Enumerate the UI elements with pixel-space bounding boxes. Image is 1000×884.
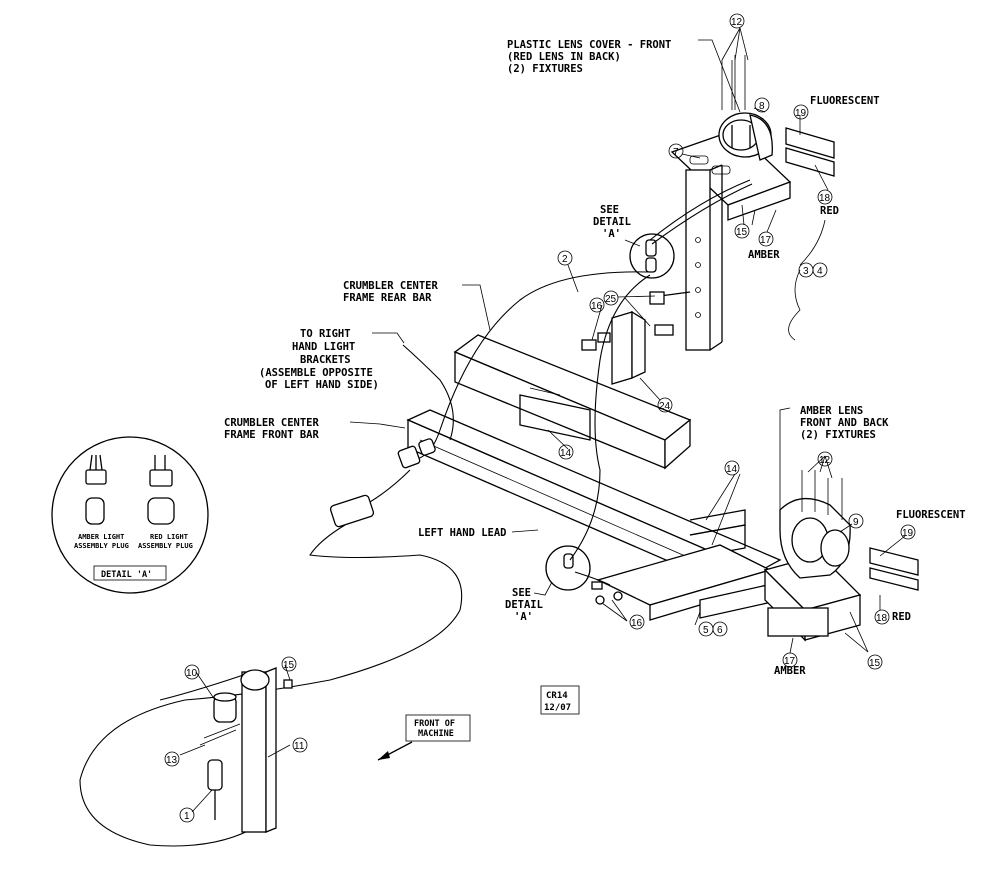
callout-19-bottom: 19 [902, 528, 914, 539]
label-amber-lens-1: AMBER LENS [800, 405, 863, 417]
callout-4: 4 [817, 266, 823, 277]
callout-14-left: 14 [560, 448, 572, 459]
callout-16-top: 16 [591, 301, 603, 312]
callout-12-top: 12 [731, 17, 743, 28]
callout-15-bottom: 15 [869, 658, 881, 669]
label-see-detail-top-3: 'A' [602, 228, 621, 240]
lower-detail-circle [545, 545, 591, 591]
top-detail-circle [629, 233, 675, 279]
label-front-bar-1: CRUMBLER CENTER [224, 417, 320, 429]
callout-2: 2 [562, 254, 568, 265]
label-lens-cover-front-3: (2) FIXTURES [507, 63, 583, 75]
callout-14-right: 14 [726, 464, 738, 475]
callout-16-bottom: 16 [631, 618, 643, 629]
label-lens-cover-front-1: PLASTIC LENS COVER - FRONT [507, 39, 671, 51]
label-right-hand-3: BRACKETS [300, 354, 351, 366]
label-fluorescent-bottom: FLUORESCENT [896, 509, 966, 521]
callout-24: 24 [659, 401, 671, 412]
label-see-detail-top-2: DETAIL [593, 216, 631, 228]
callout-17-bottom: 17 [784, 656, 796, 667]
callout-25: 25 [605, 294, 617, 305]
label-right-hand-1: TO RIGHT [300, 328, 351, 340]
callout-3: 3 [803, 266, 809, 277]
label-amber-bottom: AMBER [774, 665, 806, 677]
callout-6: 6 [717, 625, 723, 636]
callout-18-top: 18 [819, 193, 831, 204]
label-see-detail-top-1: SEE [600, 204, 619, 216]
callout-13: 13 [166, 755, 178, 766]
label-red-plug-2: ASSEMBLY PLUG [138, 542, 193, 550]
label-amber-top: AMBER [748, 249, 780, 261]
top-lens-fixture [718, 55, 773, 161]
label-fluorescent-top: FLUORESCENT [810, 95, 880, 107]
callout-10: 10 [186, 668, 198, 679]
label-red-plug-1: RED LIGHT [150, 533, 188, 541]
callout-17-top: 17 [760, 235, 772, 246]
label-see-detail-bottom-1: SEE [512, 587, 531, 599]
label-right-hand-2: HAND LIGHT [292, 341, 355, 353]
callout-15-top: 15 [736, 227, 748, 238]
label-rear-bar-1: CRUMBLER CENTER [343, 280, 439, 292]
top-light-bracket [670, 129, 792, 351]
label-amber-plug-1: AMBER LIGHT [78, 533, 124, 541]
label-front-machine-1: FRONT OF [414, 719, 455, 729]
label-right-hand-5: OF LEFT HAND SIDE) [265, 379, 379, 391]
detail-a-view [51, 436, 209, 594]
label-red-bottom: RED [892, 611, 911, 623]
label-amber-lens-3: (2) FIXTURES [800, 429, 876, 441]
label-right-hand-4: (ASSEMBLE OPPOSITE [259, 367, 373, 379]
rear-bar [453, 334, 692, 470]
label-detail-a: DETAIL 'A' [101, 570, 152, 580]
callout-15-post: 15 [283, 660, 295, 671]
callout-9: 9 [853, 517, 859, 528]
label-amber-lens-2: FRONT AND BACK [800, 417, 889, 429]
callout-7: 7 [673, 147, 679, 158]
label-front-bar-2: FRAME FRONT BAR [224, 429, 320, 441]
label-left-hand-lead: LEFT HAND LEAD [418, 527, 507, 539]
front-light-post [199, 667, 293, 833]
callout-18-bottom: 18 [876, 613, 888, 624]
lower-lens-fixture [779, 470, 851, 579]
callout-8: 8 [759, 101, 765, 112]
label-red-top: RED [820, 205, 839, 217]
callout-11: 11 [294, 741, 305, 752]
label-front-machine-2: MACHINE [418, 729, 454, 739]
callout-1: 1 [184, 811, 190, 822]
label-see-detail-bottom-2: DETAIL [505, 599, 543, 611]
clamp-bracket [611, 310, 646, 385]
callout-12-bottom: 12 [819, 455, 831, 466]
lower-reflectors [869, 547, 919, 591]
label-code-2: 12/07 [544, 703, 571, 713]
u-bolt-upper [519, 387, 591, 441]
label-rear-bar-2: FRAME REAR BAR [343, 292, 432, 304]
callout-19-top: 19 [795, 108, 807, 119]
label-code-1: CR14 [546, 691, 568, 701]
label-lens-cover-front-2: (RED LENS IN BACK) [507, 51, 621, 63]
hardware-16-lower [591, 581, 623, 605]
front-of-machine-arrow [377, 714, 471, 761]
top-reflectors [785, 127, 835, 177]
callout-5: 5 [703, 625, 709, 636]
hardware-16-25 [581, 291, 691, 351]
label-see-detail-bottom-3: 'A' [514, 611, 533, 623]
drawing-code-box [540, 685, 580, 715]
front-bar [406, 409, 782, 601]
callout-bubbles: 12 8 7 19 18 15 17 3 4 2 25 16 24 14 14 … [164, 13, 916, 823]
label-amber-plug-2: ASSEMBLY PLUG [74, 542, 129, 550]
lower-light-plate [763, 554, 862, 642]
